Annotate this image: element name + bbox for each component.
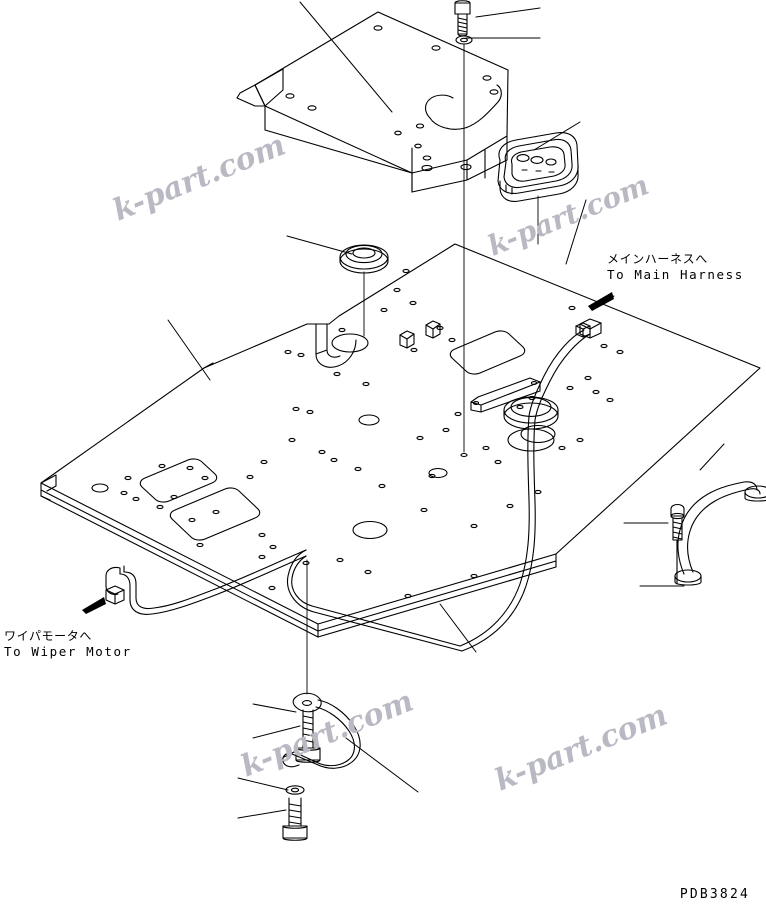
wiper-connector [105,585,125,605]
leader-lines-top [286,1,587,265]
label-main-harness-en: To Main Harness [607,267,744,283]
rubber-cap [497,132,579,202]
harness-connector [579,318,602,339]
leader-lines-right [623,443,725,587]
washer-lower [285,785,305,795]
plate-cutout-center [449,330,526,375]
cover-panel [236,11,509,193]
ground-strap [282,692,361,769]
plate-flange [315,323,357,368]
hex-bolt-top [454,0,471,37]
part-number: PDB3824 [679,887,750,902]
wiper-arrow [82,597,106,614]
label-main-harness-jp: メインハーネスへ [607,252,708,266]
grommet-center [503,396,559,452]
plate-cutout-upper-left [139,458,218,503]
leader-lines-left [167,319,211,381]
label-to-main-harness: メインハーネスへ To Main Harness [607,252,744,283]
label-to-wiper-motor: ワイパモータへ To Wiper Motor [4,629,132,660]
label-wiper-motor-jp: ワイパモータへ [4,629,92,643]
plate-bolt-holes [120,268,624,599]
handrail-bolt [670,503,685,585]
plate-round-holes [91,333,556,540]
washer-top [455,35,473,45]
label-wiper-motor-en: To Wiper Motor [4,644,132,660]
plate-blocks [399,320,591,349]
plate-cutout-lower-left [169,487,261,541]
wire-harness-main [286,329,591,652]
hex-bolt-bottom [282,797,308,841]
hex-bolt-lower [295,709,321,763]
grommet-left [339,244,389,274]
floor-plate [40,243,761,638]
plate-bracket [470,377,541,413]
wire-harness-wiper [105,549,307,615]
handrail [674,481,766,586]
leader-lines-bottom [237,603,477,819]
